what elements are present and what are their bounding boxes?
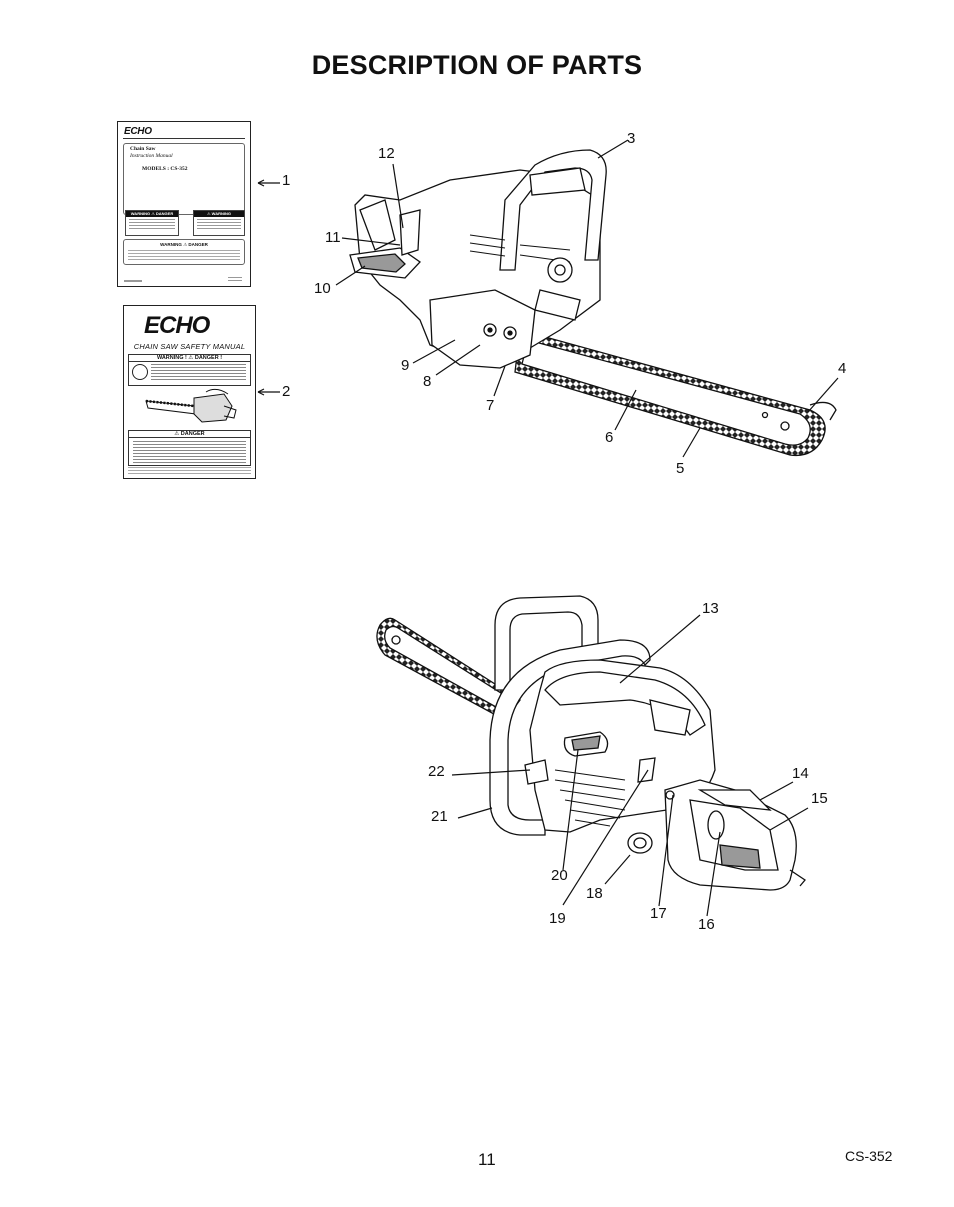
danger-box: ⚠ DANGER: [128, 430, 251, 466]
callout-4: 4: [838, 360, 847, 377]
footer-text: [124, 280, 142, 282]
safety-manual-title: CHAIN SAW SAFETY MANUAL: [133, 342, 246, 351]
callout-11: 11: [325, 229, 341, 246]
read-manual-icon: [132, 364, 148, 380]
manual-models: MODELS : CS-352: [142, 166, 188, 172]
echo-logo: ECHO: [124, 126, 152, 137]
page-title: DESCRIPTION OF PARTS: [311, 50, 643, 80]
page-number: 11: [478, 1150, 496, 1169]
instruction-manual-illustration: ECHO Chain Saw Instruction Manual MODELS…: [117, 121, 251, 287]
callout-18: 18: [586, 885, 603, 902]
callout-20: 20: [551, 867, 568, 884]
callout-14: 14: [792, 765, 809, 782]
callout-7: 7: [486, 397, 495, 414]
footer-text: [228, 277, 242, 282]
safety-manual-illustration: ECHO CHAIN SAW SAFETY MANUAL WARNING ! ⚠…: [123, 305, 256, 479]
warning-danger-box: WARNING ⚠ DANGER: [123, 239, 245, 265]
callout-6: 6: [605, 429, 614, 446]
manual-line-instruction-manual: Instruction Manual: [130, 153, 173, 159]
callout-3: 3: [627, 130, 636, 147]
callout-22: 22: [428, 763, 445, 780]
callout-16: 16: [698, 916, 715, 933]
warning-label-right: ⚠ WARNING: [193, 210, 245, 236]
callout-5: 5: [676, 460, 685, 477]
callout-15: 15: [811, 790, 828, 807]
callout-21: 21: [431, 808, 448, 825]
callout-17: 17: [650, 905, 667, 922]
callout-8: 8: [423, 373, 432, 390]
callout-9: 9: [401, 357, 410, 374]
leader-lines: [257, 139, 839, 917]
echo-logo: ECHO: [144, 312, 210, 339]
warning-box: WARNING ! ⚠ DANGER !: [128, 354, 251, 386]
chainsaw-right-side: [349, 149, 837, 457]
warning-label-left: WARNING ⚠ DANGER: [125, 210, 179, 236]
callout-2: 2: [282, 383, 291, 400]
callout-10: 10: [314, 280, 331, 297]
mini-chainsaw-drawing: [145, 388, 237, 423]
callout-12: 12: [378, 145, 395, 162]
warning-labels: WARNING ⚠ DANGER ⚠ WARNING: [123, 210, 245, 236]
chainsaw-left-side: [376, 595, 806, 891]
callout-13: 13: [702, 600, 719, 617]
cover-title-box: [123, 143, 245, 215]
manual-line-chain-saw: Chain Saw: [130, 146, 156, 152]
callout-19: 19: [549, 910, 566, 927]
divider: [123, 138, 245, 139]
callout-1: 1: [282, 172, 291, 189]
footer-text: [128, 467, 251, 475]
model-code: CS-352: [845, 1148, 893, 1164]
